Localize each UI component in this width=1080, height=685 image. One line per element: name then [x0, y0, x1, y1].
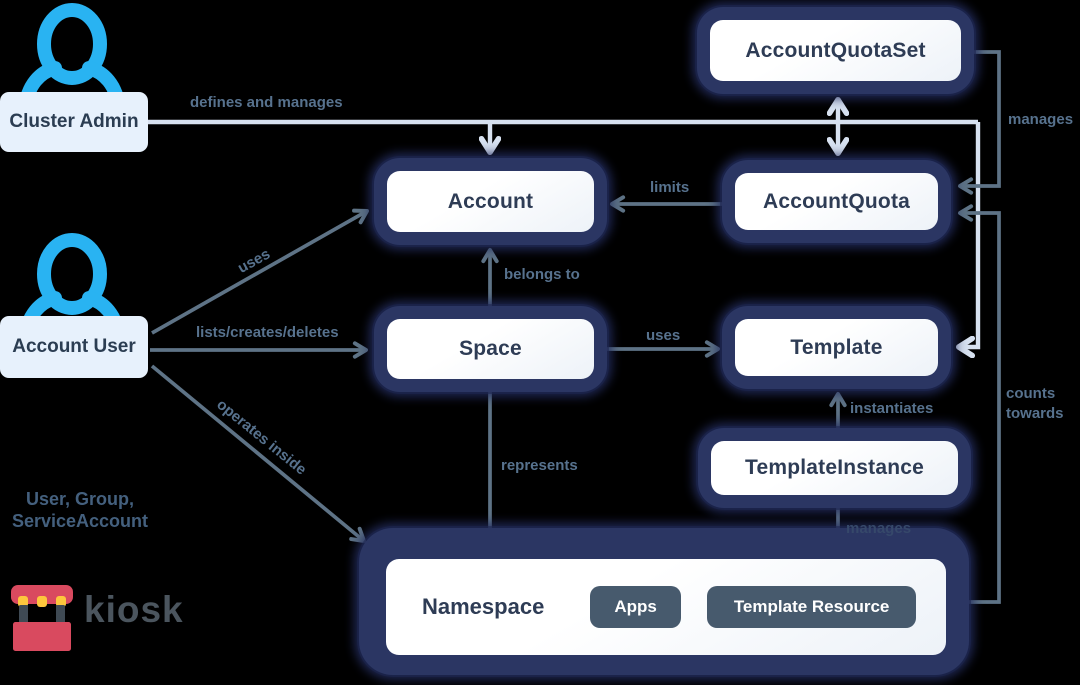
node-account-label: Account: [447, 189, 534, 213]
node-template-label: Template: [790, 335, 883, 359]
edge-defines-manages-to-template: [960, 122, 981, 347]
account-user-label: Account User: [0, 316, 148, 378]
node-accountquotaset: AccountQuotaSet: [697, 7, 974, 94]
label-instantiates: instantiates: [850, 400, 934, 417]
label-lists-creates-deletes: lists/creates/deletes: [196, 324, 339, 341]
kiosk-logo-icon: [11, 585, 73, 651]
node-templateinstance: TemplateInstance: [698, 428, 971, 508]
node-namespace-label: Namespace: [422, 594, 545, 619]
kiosk-logo-text: kiosk: [84, 589, 184, 630]
apps-badge: Apps: [590, 586, 681, 628]
edge-uses-user-account: [151, 208, 369, 335]
node-template: Template: [722, 306, 951, 389]
label-uses-space-template: uses: [646, 327, 681, 344]
edge-operates-inside: [150, 364, 366, 543]
label-counts-towards: counts towards: [1006, 385, 1064, 422]
label-uses-user-account: uses: [235, 245, 274, 277]
node-accountquota: AccountQuota: [722, 160, 951, 243]
template-resource-badge: Template Resource: [706, 586, 917, 628]
node-accountquotaset-label: AccountQuotaSet: [745, 38, 926, 62]
cluster-admin-label: Cluster Admin: [0, 92, 148, 152]
label-manages-quota: manages: [1008, 111, 1074, 128]
label-limits: limits: [650, 179, 690, 196]
account-user-kinds: User, Group, ServiceAccount: [11, 489, 149, 532]
label-represents: represents: [501, 457, 578, 474]
node-namespace: Namespace Apps Template Resource: [359, 528, 969, 675]
node-account: Account: [374, 158, 607, 245]
node-space-label: Space: [459, 337, 522, 360]
node-accountquota-label: AccountQuota: [762, 189, 911, 213]
label-defines-and-manages: defines and manages: [190, 94, 343, 111]
node-templateinstance-label: TemplateInstance: [744, 456, 925, 479]
label-manages-resource: manages: [846, 520, 912, 537]
label-belongs-to: belongs to: [504, 266, 580, 283]
node-space: Space: [374, 306, 607, 392]
label-operates-inside: operates inside: [213, 396, 310, 479]
